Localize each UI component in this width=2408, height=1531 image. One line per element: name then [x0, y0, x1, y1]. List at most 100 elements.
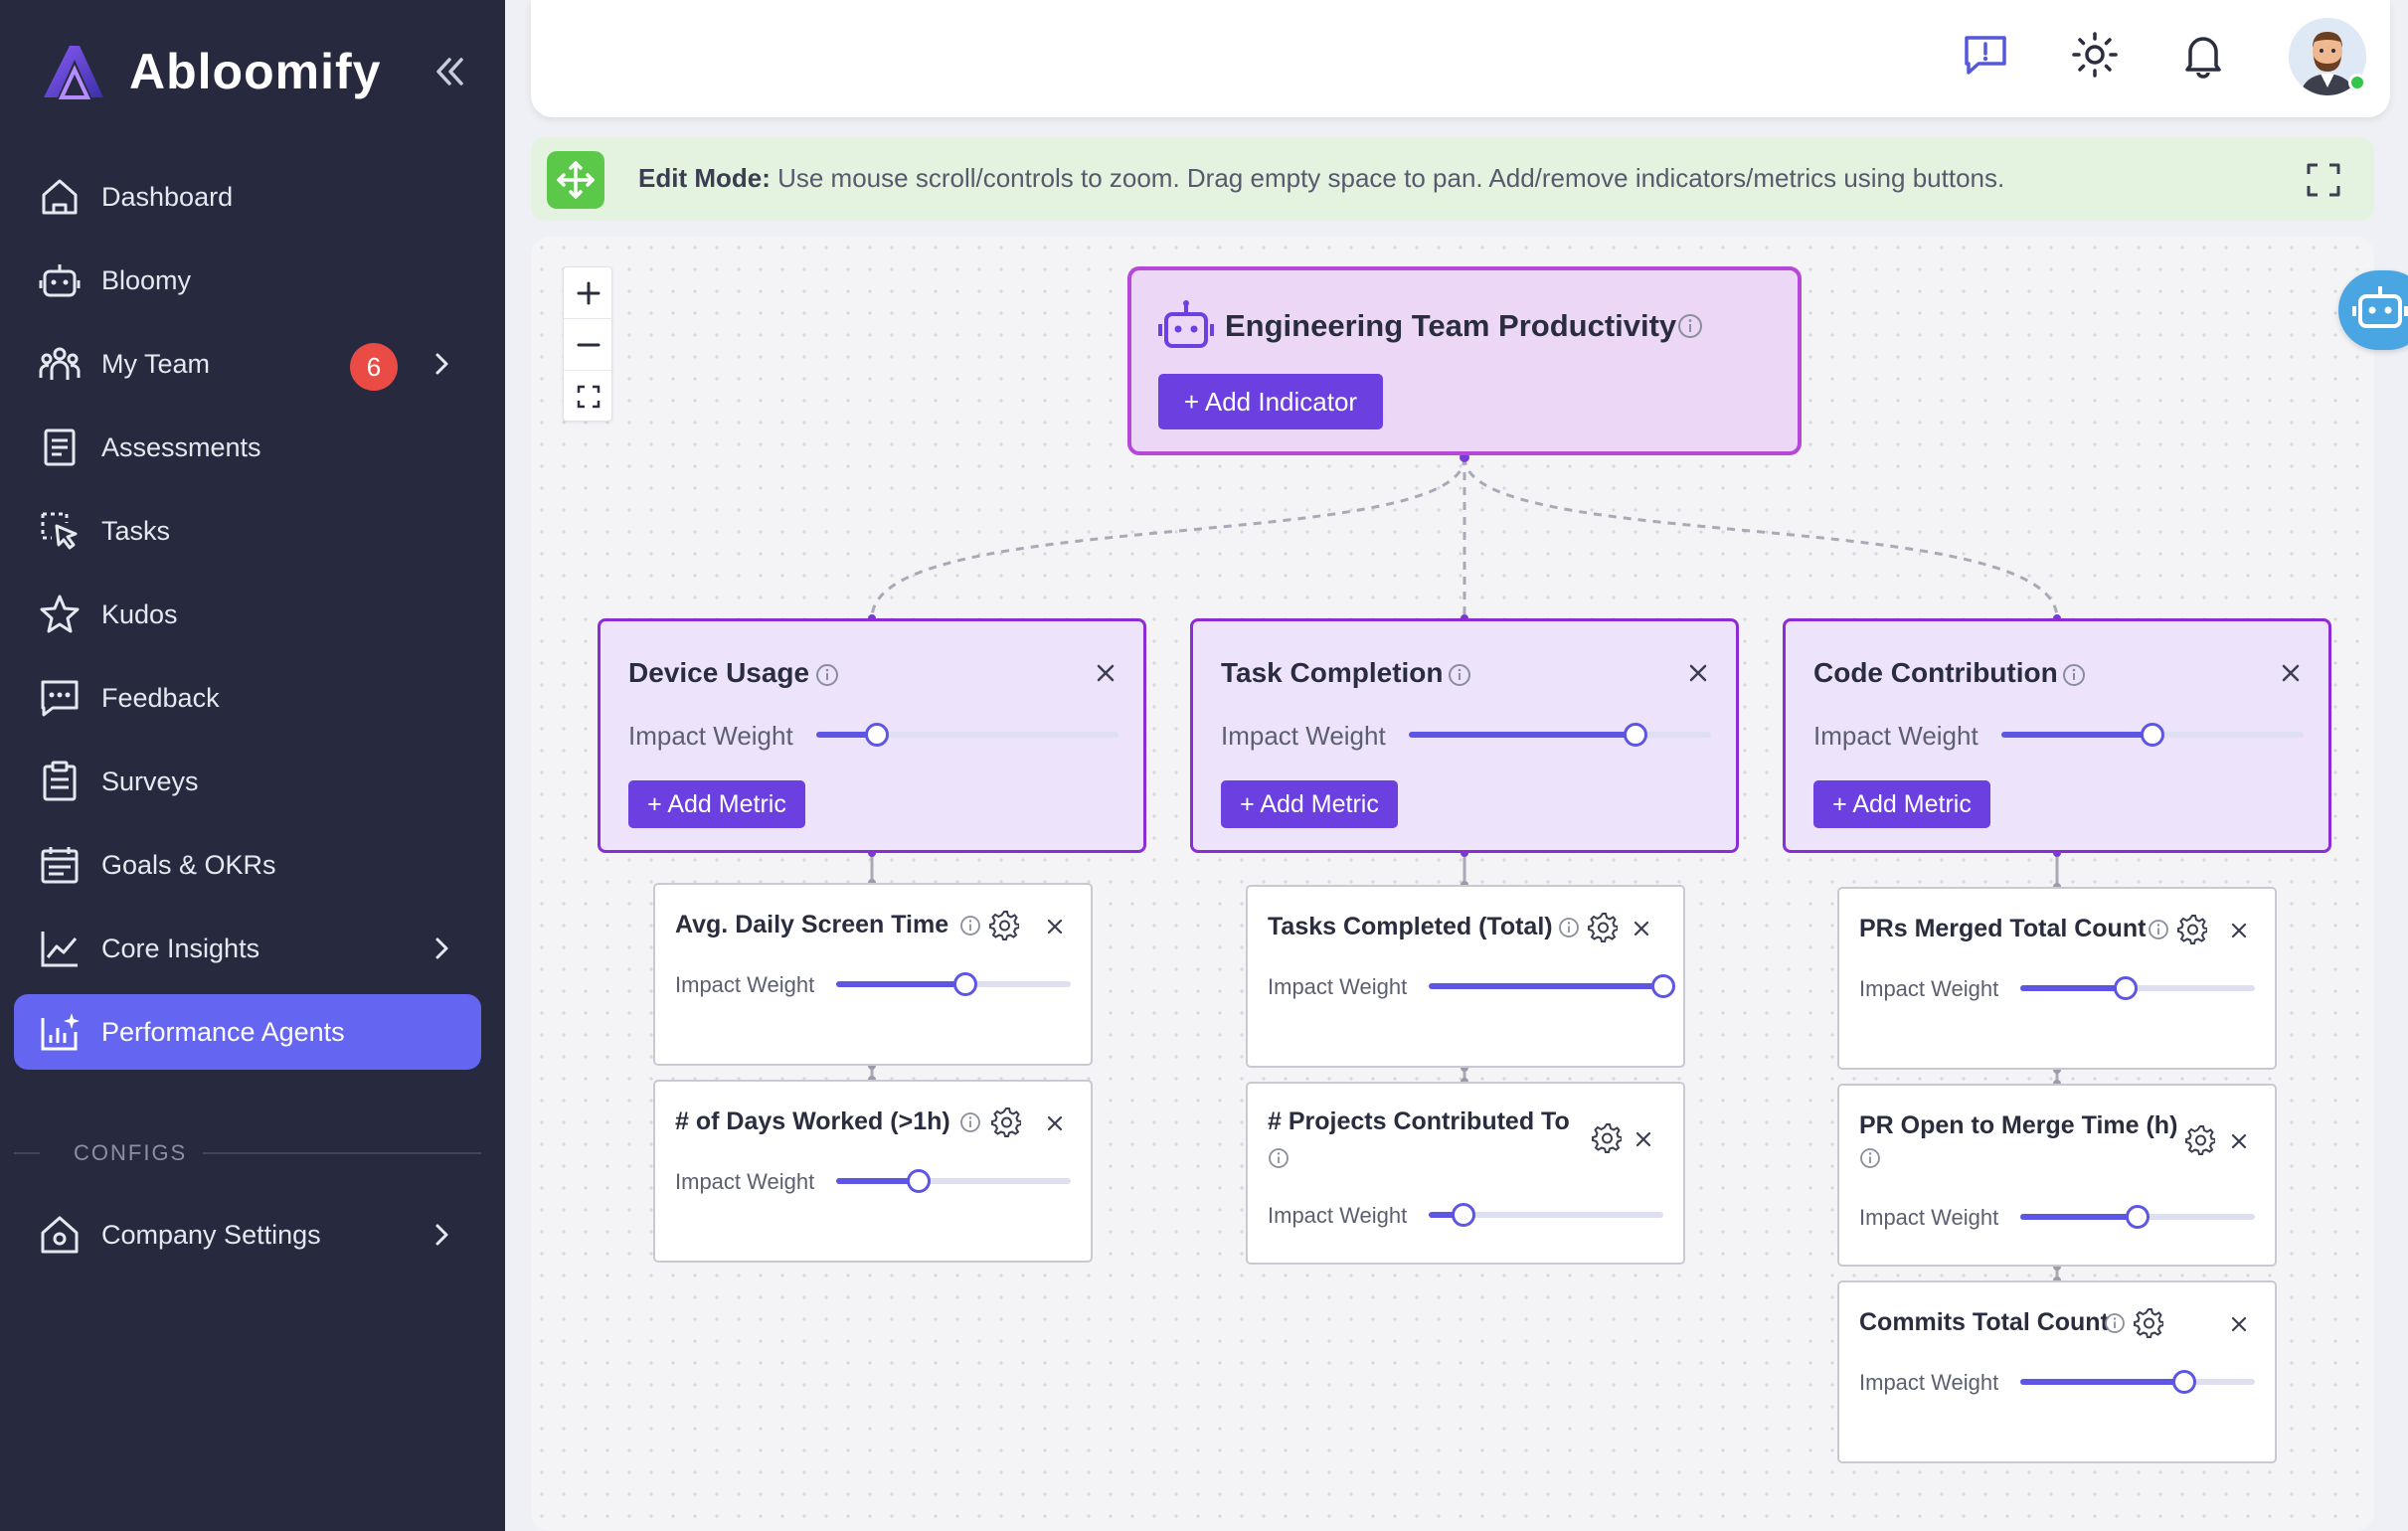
user-avatar[interactable] [2289, 18, 2366, 95]
info-icon[interactable] [959, 915, 981, 936]
info-icon[interactable] [2148, 919, 2169, 940]
root-objective-node[interactable]: Engineering Team Productivity + Add Indi… [1127, 266, 1802, 455]
info-icon[interactable] [1448, 663, 1471, 687]
zoom-controls [563, 266, 613, 423]
close-icon[interactable] [2227, 1312, 2251, 1336]
chevron-right-icon[interactable] [428, 935, 455, 962]
close-icon[interactable] [1092, 659, 1119, 687]
metric-node[interactable]: PRs Merged Total Count Impact Weight [1837, 887, 2277, 1070]
sidebar-item-feedback[interactable]: Feedback [14, 660, 481, 736]
slider-thumb[interactable] [1651, 974, 1675, 998]
close-icon[interactable] [1043, 1111, 1067, 1135]
theme-sun-icon[interactable] [2070, 30, 2120, 80]
configs-section-divider: CONFIGS [14, 1138, 481, 1168]
fullscreen-icon[interactable] [2305, 161, 2342, 199]
impact-weight-slider[interactable] [2020, 976, 2255, 1000]
sidebar-item-assessments[interactable]: Assessments [14, 410, 481, 485]
sidebar-item-label: Kudos [101, 598, 178, 629]
sidebar-item-tasks[interactable]: Tasks [14, 493, 481, 569]
close-icon[interactable] [1630, 917, 1653, 940]
info-icon[interactable] [1268, 1147, 1290, 1169]
add-metric-button[interactable]: + Add Metric [1221, 780, 1398, 828]
slider-thumb[interactable] [1624, 723, 1647, 747]
notification-bell-icon[interactable] [2178, 30, 2228, 80]
impact-weight-slider[interactable] [1429, 974, 1675, 998]
sidebar-item-core-insights[interactable]: Core Insights [14, 911, 481, 986]
gear-icon[interactable] [1592, 1123, 1622, 1153]
metric-node[interactable]: # Projects Contributed To Impact Weight [1246, 1082, 1685, 1265]
info-icon[interactable] [2062, 663, 2086, 687]
zoom-in-button[interactable] [564, 267, 613, 319]
metric-node[interactable]: Commits Total Count Impact Weight [1837, 1280, 2277, 1463]
brand[interactable]: Abloomify [40, 40, 381, 103]
clipboard-icon [43, 761, 77, 801]
close-icon[interactable] [2227, 919, 2251, 942]
chevron-right-icon[interactable] [428, 350, 455, 378]
info-icon[interactable] [1859, 1147, 1881, 1169]
move-arrows-icon [557, 161, 595, 199]
close-icon[interactable] [1632, 1127, 1655, 1151]
sidebar-item-goals-okrs[interactable]: Goals & OKRs [14, 827, 481, 903]
assistant-bot-button[interactable] [2338, 270, 2408, 350]
feedback-alert-icon[interactable] [1961, 30, 2010, 80]
info-icon[interactable] [1558, 917, 1580, 938]
info-icon[interactable] [959, 1111, 981, 1133]
indicator-node[interactable]: Code Contribution Impact Weight + Add Me… [1783, 618, 2331, 853]
add-metric-button[interactable]: + Add Metric [628, 780, 805, 828]
move-mode-button[interactable] [547, 151, 604, 209]
info-icon[interactable] [1677, 313, 1703, 339]
slider-thumb[interactable] [906, 1169, 931, 1193]
metric-node[interactable]: PR Open to Merge Time (h) Impact Weight [1837, 1084, 2277, 1267]
collapse-sidebar-icon[interactable] [428, 50, 471, 93]
slider-thumb[interactable] [2141, 723, 2164, 747]
add-indicator-button[interactable]: + Add Indicator [1158, 374, 1383, 429]
sidebar-item-dashboard[interactable]: Dashboard [14, 159, 481, 235]
slider-thumb[interactable] [1452, 1203, 1476, 1227]
impact-weight-slider[interactable] [1429, 1203, 1663, 1227]
sidebar-item-surveys[interactable]: Surveys [14, 744, 481, 819]
sidebar-item-my-team[interactable]: My Team 6 [14, 326, 481, 402]
impact-weight-slider[interactable] [836, 1169, 1071, 1193]
close-icon[interactable] [1043, 915, 1067, 938]
info-icon[interactable] [2104, 1312, 2126, 1334]
slider-thumb[interactable] [952, 972, 977, 996]
impact-weight-slider[interactable] [2001, 723, 2304, 747]
sidebar-item-bloomy[interactable]: Bloomy [14, 243, 481, 318]
slider-thumb[interactable] [2126, 1205, 2150, 1229]
indicator-node[interactable]: Device Usage Impact Weight + Add Metric [598, 618, 1146, 853]
impact-weight-slider[interactable] [1409, 723, 1711, 747]
info-icon[interactable] [815, 663, 839, 687]
add-metric-button[interactable]: + Add Metric [1813, 780, 1990, 828]
sidebar-item-label: My Team [101, 348, 211, 379]
sidebar-item-company-settings[interactable]: Company Settings [14, 1197, 481, 1273]
impact-weight-slider[interactable] [816, 723, 1118, 747]
gear-icon[interactable] [991, 1107, 1021, 1137]
fit-view-button[interactable] [564, 371, 613, 423]
impact-weight-slider[interactable] [836, 972, 1071, 996]
metric-node[interactable]: # of Days Worked (>1h) Impact Weight [653, 1080, 1093, 1263]
zoom-out-button[interactable] [564, 319, 613, 371]
metric-node[interactable]: Avg. Daily Screen Time Impact Weight [653, 883, 1093, 1066]
slider-thumb[interactable] [2114, 976, 2139, 1000]
metric-node[interactable]: Tasks Completed (Total) Impact Weight [1246, 885, 1685, 1068]
gear-icon[interactable] [989, 911, 1019, 940]
gear-icon[interactable] [2185, 1125, 2215, 1155]
chevron-right-icon[interactable] [428, 1221, 455, 1249]
close-icon[interactable] [2227, 1129, 2251, 1153]
indicator-node[interactable]: Task Completion Impact Weight + Add Metr… [1190, 618, 1739, 853]
slider-thumb[interactable] [864, 723, 889, 747]
metric-title: Tasks Completed (Total) [1268, 913, 1553, 940]
robot-icon [1158, 300, 1214, 348]
close-icon[interactable] [1684, 659, 1712, 687]
flow-canvas[interactable]: Engineering Team Productivity + Add Indi… [531, 237, 2374, 1531]
close-icon[interactable] [2277, 659, 2305, 687]
sidebar-item-performance-agents[interactable]: Performance Agents [14, 994, 481, 1070]
impact-weight-slider[interactable] [2020, 1205, 2255, 1229]
sidebar-item-kudos[interactable]: Kudos [14, 577, 481, 652]
impact-weight-label: Impact Weight [1859, 976, 1999, 1001]
impact-weight-slider[interactable] [2020, 1370, 2255, 1394]
gear-icon[interactable] [2134, 1308, 2163, 1338]
slider-thumb[interactable] [2172, 1370, 2197, 1394]
gear-icon[interactable] [2177, 915, 2207, 944]
gear-icon[interactable] [1588, 913, 1618, 942]
